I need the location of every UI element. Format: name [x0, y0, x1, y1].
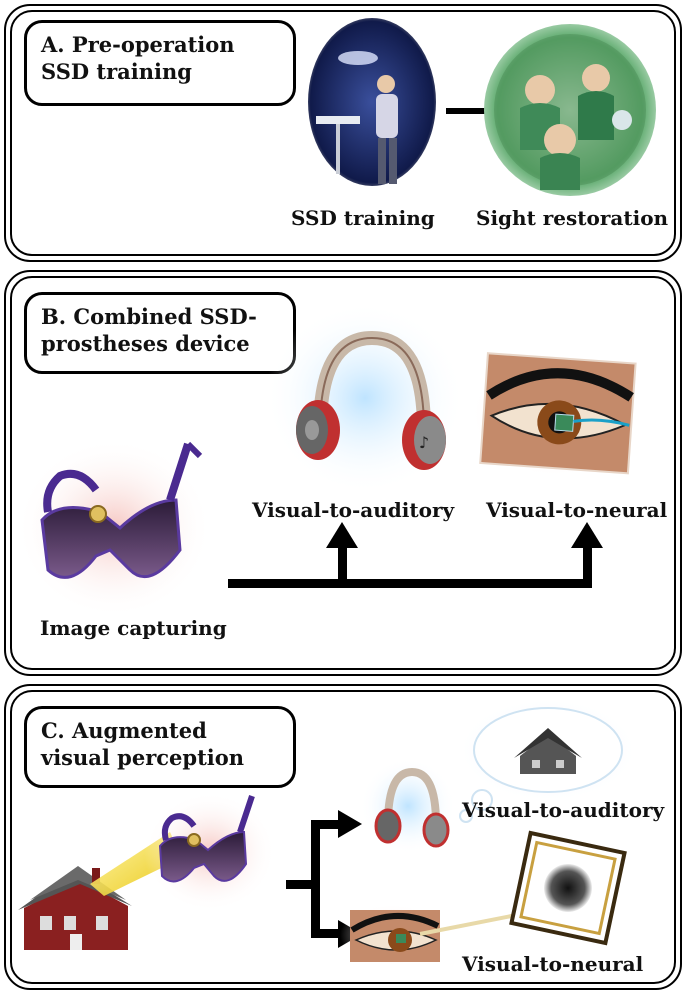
label-sight-restoration: Sight restoration — [476, 206, 669, 230]
panel-b-title: B. Combined SSD-prostheses device — [24, 292, 296, 374]
glasses-icon — [40, 441, 203, 579]
eye-implant-icon — [479, 352, 637, 475]
panel-a-title: A. Pre-operation SSD training — [24, 20, 296, 106]
panel-c-title: C. Augmented visual perception — [24, 706, 296, 788]
label-visual-to-neural-b: Visual-to-neural — [486, 498, 668, 522]
label-visual-to-auditory-b: Visual-to-auditory — [252, 498, 455, 522]
glasses-icon — [158, 795, 255, 883]
pixelated-image-icon — [509, 830, 627, 946]
label-ssd-training: SSD training — [291, 206, 435, 230]
label-visual-to-auditory-c: Visual-to-auditory — [462, 798, 665, 822]
label-image-capturing: Image capturing — [40, 616, 227, 640]
surgery-team-icon — [484, 24, 656, 196]
thought-bubble-icon — [458, 698, 638, 823]
headphones-icon: ♪ — [296, 330, 446, 470]
label-visual-to-neural-c: Visual-to-neural — [462, 952, 644, 976]
panel-b-connectors — [228, 522, 603, 588]
headphones-icon — [374, 767, 450, 848]
house-icon — [18, 866, 132, 950]
ssd-training-person-icon — [308, 18, 436, 186]
svg-text:♪: ♪ — [419, 433, 429, 452]
